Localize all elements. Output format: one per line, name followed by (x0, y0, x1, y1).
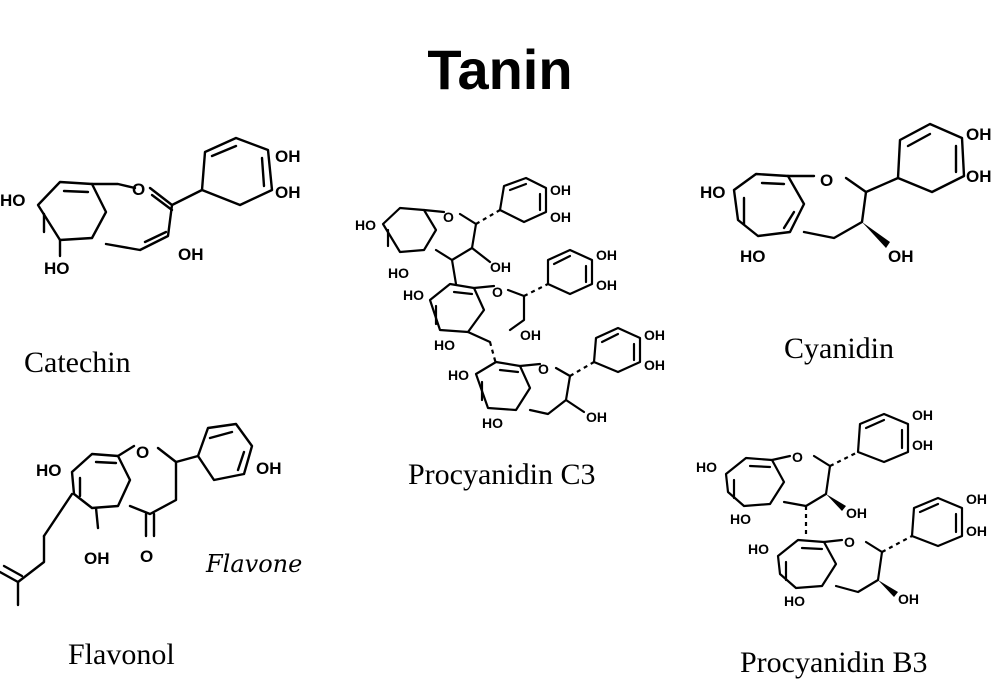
flavone-annotation: Flavone (205, 550, 302, 578)
atom-oh: OH (586, 409, 607, 425)
atom-ho: HO (355, 217, 376, 233)
atom-oh: OH (898, 591, 919, 607)
caption-catechin: Catechin (24, 346, 131, 379)
atom-ho: HO (748, 541, 769, 557)
atom-oh: OH (275, 147, 301, 166)
atom-oh: OH (644, 327, 665, 343)
atom-oh: OH (966, 167, 992, 186)
page-title: Tanin (427, 38, 573, 101)
atom-ho: HO (0, 191, 26, 210)
atom-o: O (538, 361, 549, 377)
atom-ho: HO (700, 183, 726, 202)
caption-procyanidin-b3: Procyanidin B3 (740, 646, 928, 679)
atom-o: O (140, 547, 153, 566)
structure-flavonol: O HO OH O OH (0, 422, 282, 607)
atom-ho: HO (388, 265, 409, 281)
atom-ho: HO (403, 287, 424, 303)
atom-ho: HO (784, 593, 805, 609)
atom-o: O (443, 209, 454, 225)
structure-cyanidin: O HO HO OH OH OH (700, 122, 992, 266)
atom-oh: OH (912, 437, 933, 453)
atom-oh: OH (596, 277, 617, 293)
atom-oh: OH (596, 247, 617, 263)
atom-ho: HO (36, 461, 62, 480)
atom-ho: HO (44, 259, 70, 278)
structure-procyanidin-b3: O HO HO OH OH OH O HO HO OH OH OH (696, 407, 987, 609)
atom-oh: OH (966, 523, 987, 539)
atom-o: O (492, 284, 503, 300)
caption-flavonol: Flavonol (68, 638, 175, 671)
atom-o: O (820, 171, 833, 190)
atom-ho: HO (434, 337, 455, 353)
atom-oh: OH (275, 183, 301, 202)
atom-o: O (136, 443, 149, 462)
atom-oh: OH (256, 459, 282, 478)
atom-oh: OH (178, 245, 204, 264)
atom-ho: HO (730, 511, 751, 527)
caption-procyanidin-c3: Procyanidin C3 (408, 458, 596, 491)
atom-oh: OH (84, 549, 110, 568)
atom-oh: OH (550, 209, 571, 225)
atom-oh: OH (966, 491, 987, 507)
atom-o: O (132, 180, 145, 199)
atom-oh: OH (550, 182, 571, 198)
atom-oh: OH (912, 407, 933, 423)
caption-cyanidin: Cyanidin (784, 332, 894, 365)
structure-catechin: O OH OH OH HO HO (0, 136, 301, 278)
atom-oh: OH (520, 327, 541, 343)
atom-oh: OH (644, 357, 665, 373)
atom-oh: OH (490, 259, 511, 275)
atom-o: O (792, 449, 803, 465)
atom-ho: HO (740, 247, 766, 266)
atom-ho: HO (696, 459, 717, 475)
structure-procyanidin-c3: O HO HO OH OH OH O HO HO OH OH OH (355, 176, 665, 431)
atom-oh: OH (966, 125, 992, 144)
atom-o: O (844, 534, 855, 550)
atom-oh: OH (888, 247, 914, 266)
atom-ho: HO (448, 367, 469, 383)
atom-oh: OH (846, 505, 867, 521)
atom-ho: HO (482, 415, 503, 431)
